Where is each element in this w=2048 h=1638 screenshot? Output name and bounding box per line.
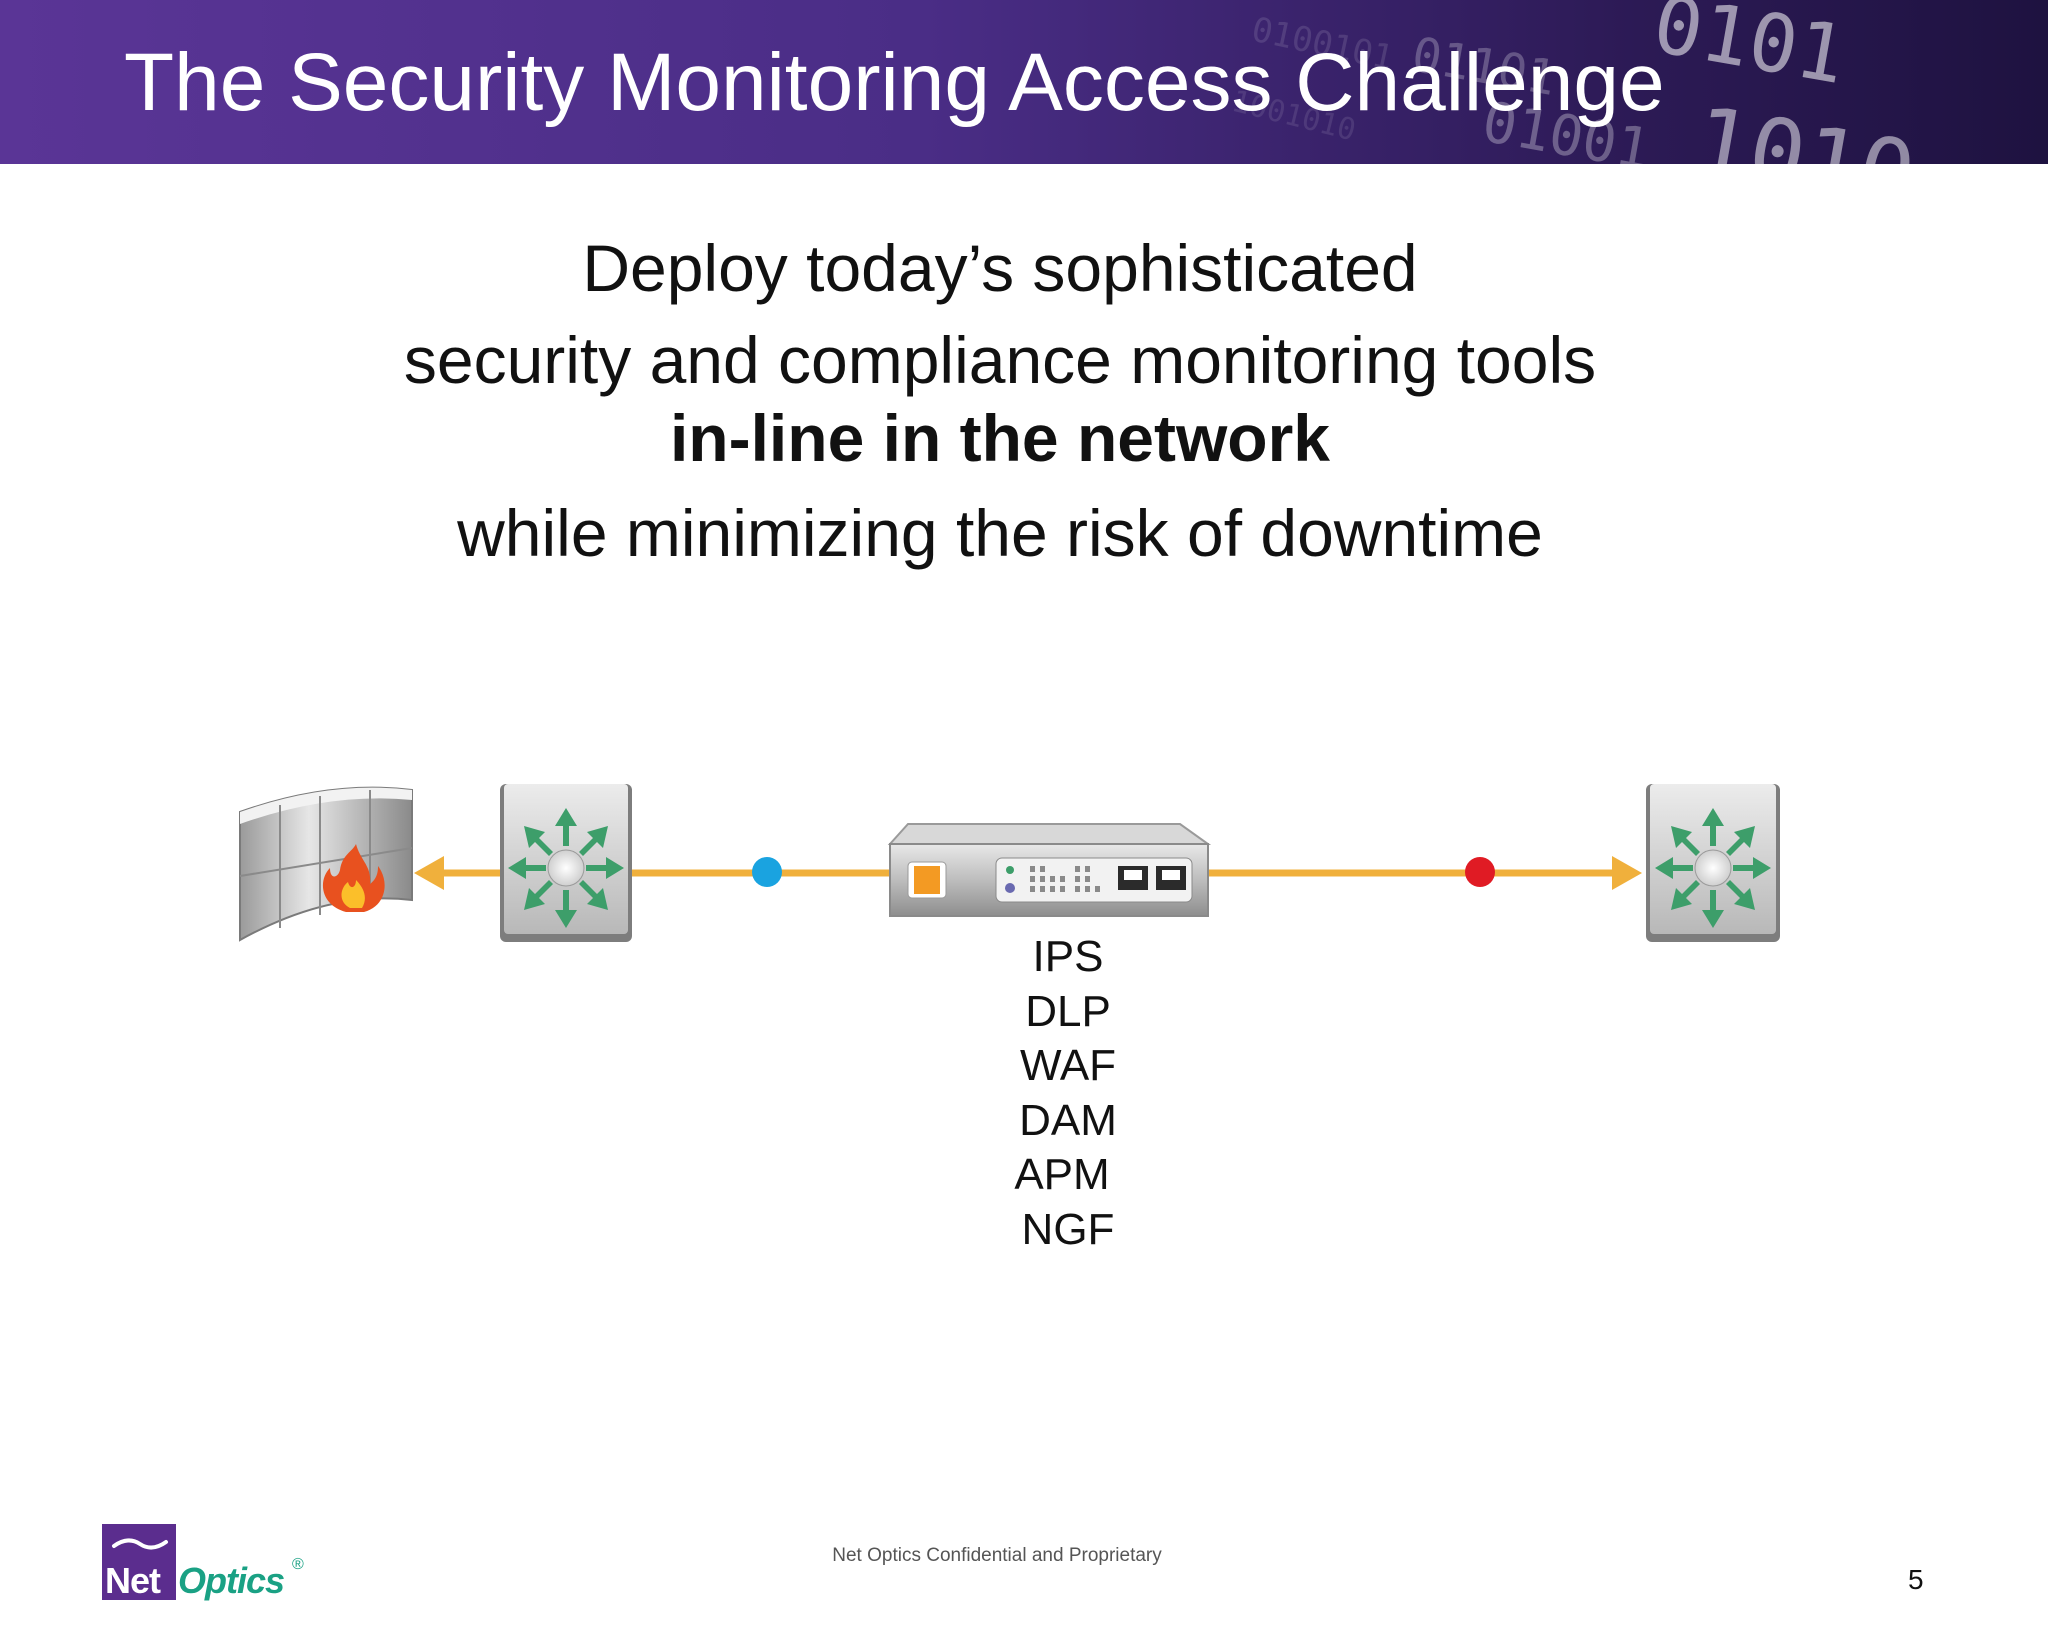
network-diagram [239, 784, 1780, 942]
headline-line-3-bold: in-line in the network [669, 401, 1331, 475]
confidential-text: Net Optics Confidential and Proprietary [832, 1545, 1162, 1566]
tool-label: DLP [1025, 986, 1111, 1036]
tool-label: NGF [1021, 1204, 1115, 1254]
net-optics-logo: Net Optics ® [102, 1524, 322, 1604]
tap-marker-red [1465, 857, 1495, 887]
headline-line-1: Deploy today’s sophisticated [582, 231, 1418, 305]
svg-text:0101: 0101 [1647, 0, 1853, 102]
tool-label: WAF [1019, 1041, 1117, 1090]
headline-line-2: security and compliance monitoring tools [403, 323, 1597, 397]
tool-label: APM [1014, 1150, 1110, 1199]
logo-optics-text: Optics [178, 1560, 285, 1601]
slide-title: The Security Monitoring Access Challenge [124, 37, 1665, 128]
confidential-notice: Net Optics Confidential and Proprietary [0, 1545, 2048, 1567]
switch-icon-left [500, 784, 632, 942]
logo-net-text: Net [105, 1560, 161, 1601]
switch-icon-right [1646, 784, 1780, 942]
tap-marker-blue [752, 857, 782, 887]
logo-box [102, 1524, 176, 1600]
arrow-left-head [414, 856, 444, 890]
headline-line-4: while minimizing the risk of downtime [457, 496, 1543, 570]
firewall-icon [239, 786, 413, 942]
tool-label: DAM [1019, 1095, 1117, 1145]
binary-pattern-decoration: 0100101 1001010 01101 01001 0101 1010 [1228, 0, 1923, 164]
logo-registered-mark: ® [292, 1556, 304, 1573]
inline-appliance-icon [887, 823, 1212, 917]
monitoring-tools-list: IPS DLP WAF DAM APM NGF [968, 930, 1168, 1257]
slide-header: 0100101 1001010 01101 01001 0101 1010 Th… [0, 0, 2048, 164]
wave-icon [112, 1538, 168, 1550]
page-number: 5 [1908, 1564, 1924, 1595]
arrow-right-head [1612, 856, 1642, 890]
tool-label: IPS [1032, 932, 1104, 981]
svg-text:1010: 1010 [1686, 86, 1923, 164]
